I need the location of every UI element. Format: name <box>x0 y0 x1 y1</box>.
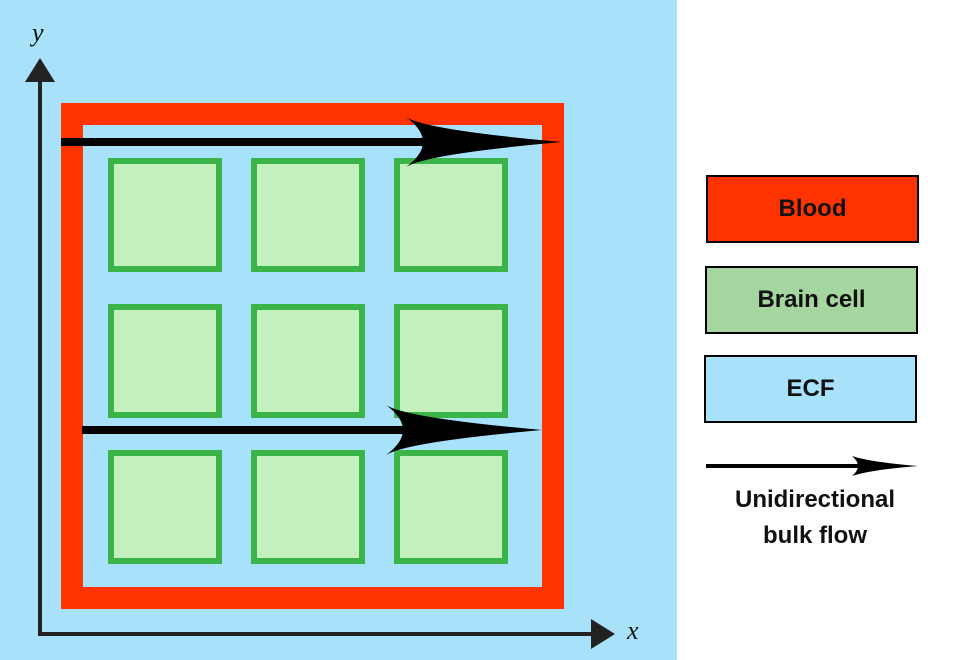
legend-flow-label: Unidirectional bulk flow <box>700 482 930 554</box>
legend-flow-label-line1: Unidirectional <box>734 486 896 513</box>
y-axis-arrowhead-icon <box>25 58 55 82</box>
brain-cell <box>108 450 222 564</box>
upper-flow-arrow <box>61 117 562 167</box>
legend-item-ecf: ECF <box>704 355 917 423</box>
legend-flow-arrow-icon <box>706 456 918 476</box>
flow-arrowhead-icon <box>386 405 542 455</box>
x-axis-label: x <box>627 616 639 645</box>
legend-label-brain-cell: Brain cell <box>757 286 866 313</box>
legend-label-blood: Blood <box>778 195 847 222</box>
brain-cell <box>251 158 365 272</box>
brain-cell <box>108 304 222 418</box>
flow-arrows <box>61 117 562 455</box>
lower-flow-arrow <box>82 405 542 455</box>
legend-item-blood: Blood <box>706 175 919 243</box>
brain-cell <box>394 450 508 564</box>
brain-cell <box>251 450 365 564</box>
brain-cell <box>394 158 508 272</box>
legend-flow-label-line2: bulk flow <box>763 522 867 549</box>
legend-item-brain-cell: Brain cell <box>705 266 918 334</box>
axes <box>25 58 615 649</box>
brain-cell-grid <box>108 158 508 564</box>
brain-cell <box>108 158 222 272</box>
x-axis-arrowhead-icon <box>591 619 615 649</box>
brain-cell <box>394 304 508 418</box>
legend-label-ecf: ECF <box>786 375 835 402</box>
blood-vessel-frame <box>61 103 564 609</box>
brain-cell <box>251 304 365 418</box>
y-axis-label: y <box>32 18 44 47</box>
flow-arrowhead-icon <box>406 117 562 167</box>
